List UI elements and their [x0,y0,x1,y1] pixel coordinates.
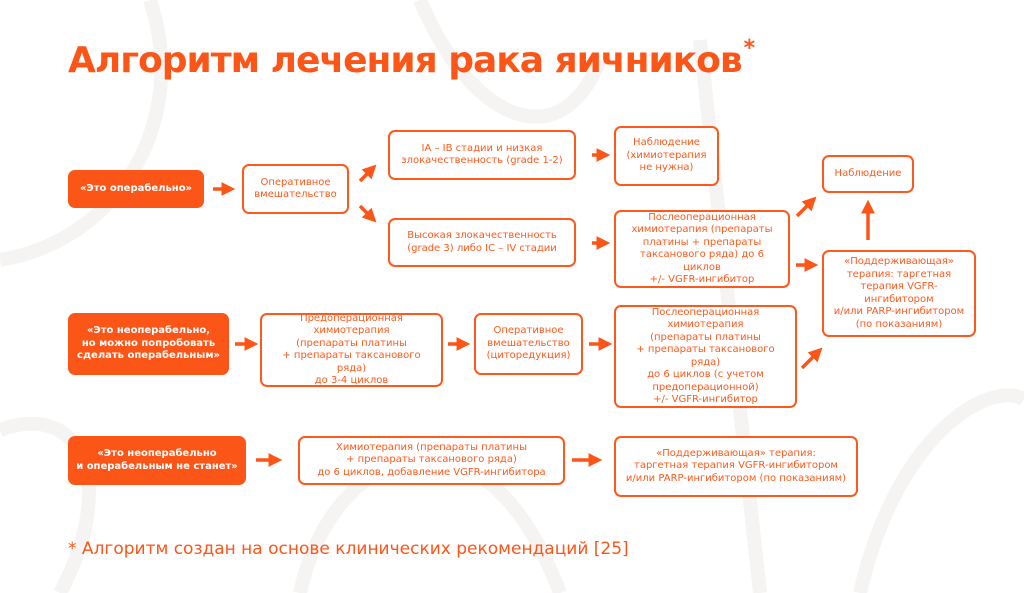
observation-box: Наблюдение [822,155,914,193]
cytoreduction-box: Оперативное вмешательство (циторедукция) [474,313,583,375]
preop-chemo-box: Предоперационная химиотерапия (препараты… [260,313,443,387]
arrow [358,164,377,183]
chemo-box: Химиотерапия (препараты платины + препар… [298,436,565,485]
postop-chemo-box: Послеоперационная химиотерапия (препарат… [614,210,790,288]
title-footnote-mark: * [743,36,755,61]
arrow [795,196,817,218]
condition-operable: «Это операбельно» [68,170,204,208]
high-grade-box: Высокая злокачественность (grade 3) либо… [388,218,576,267]
arrow [358,204,377,223]
footnote: * Алгоритм создан на основе клинических … [68,539,629,559]
surgery-box: Оперативное вмешательство [242,164,349,214]
condition-inoperable: «Это неоперабельно и операбельным не ста… [68,436,246,485]
postop-chemo-2-box: Послеоперационная химиотерапия (препарат… [614,305,797,408]
arrow [800,347,823,370]
observation-no-chemo-box: Наблюдение (химиотерапия не нужна) [614,126,719,186]
maintenance-therapy-box: «Поддерживающая» терапия: таргетная тера… [822,250,976,337]
page-title: Алгоритм лечения рака яичников* [68,36,755,81]
maintenance-therapy-2-box: «Поддерживающая» терапия: таргетная тера… [614,436,858,497]
low-grade-box: IA – IB стадии и низкая злокачественност… [388,130,576,180]
condition-maybe-operable: «Это неоперабельно, но можно попробовать… [68,313,229,375]
title-text: Алгоритм лечения рака яичников [68,40,743,81]
